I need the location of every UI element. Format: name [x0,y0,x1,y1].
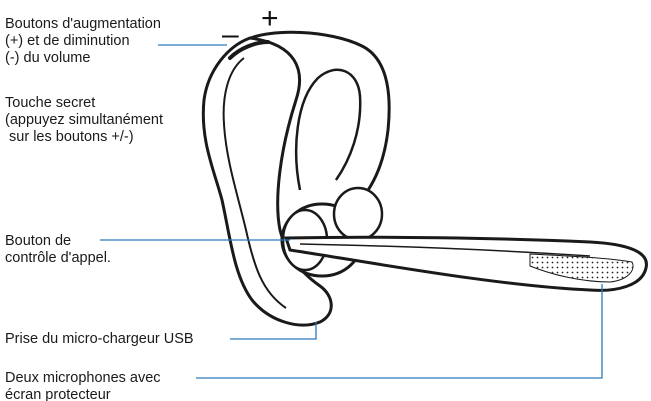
plus-sign: + [261,2,279,35]
boom-highlight [299,243,591,257]
label-call-control: Bouton de contrôle d'appel. [5,233,111,266]
microphone-grille [529,253,634,283]
headset-body [201,36,333,327]
leader-usb [230,322,317,340]
ear-hook-inner [294,68,362,191]
earbud-cap [332,186,384,242]
headset-body-inner [222,57,287,309]
label-dual-mics: Deux microphones avec écran protecteur [5,370,161,401]
minus-sign: – [222,18,239,51]
microphone-boom [283,235,648,292]
leader-mics [196,284,603,379]
volume-rocker [228,40,270,60]
label-volume-buttons: Boutons d'augmentation (+) et de diminut… [5,16,161,66]
label-usb-port: Prise du micro-chargeur USB [5,331,194,347]
label-mute-key: Touche secret (appuyez simultanément sur… [5,95,163,145]
